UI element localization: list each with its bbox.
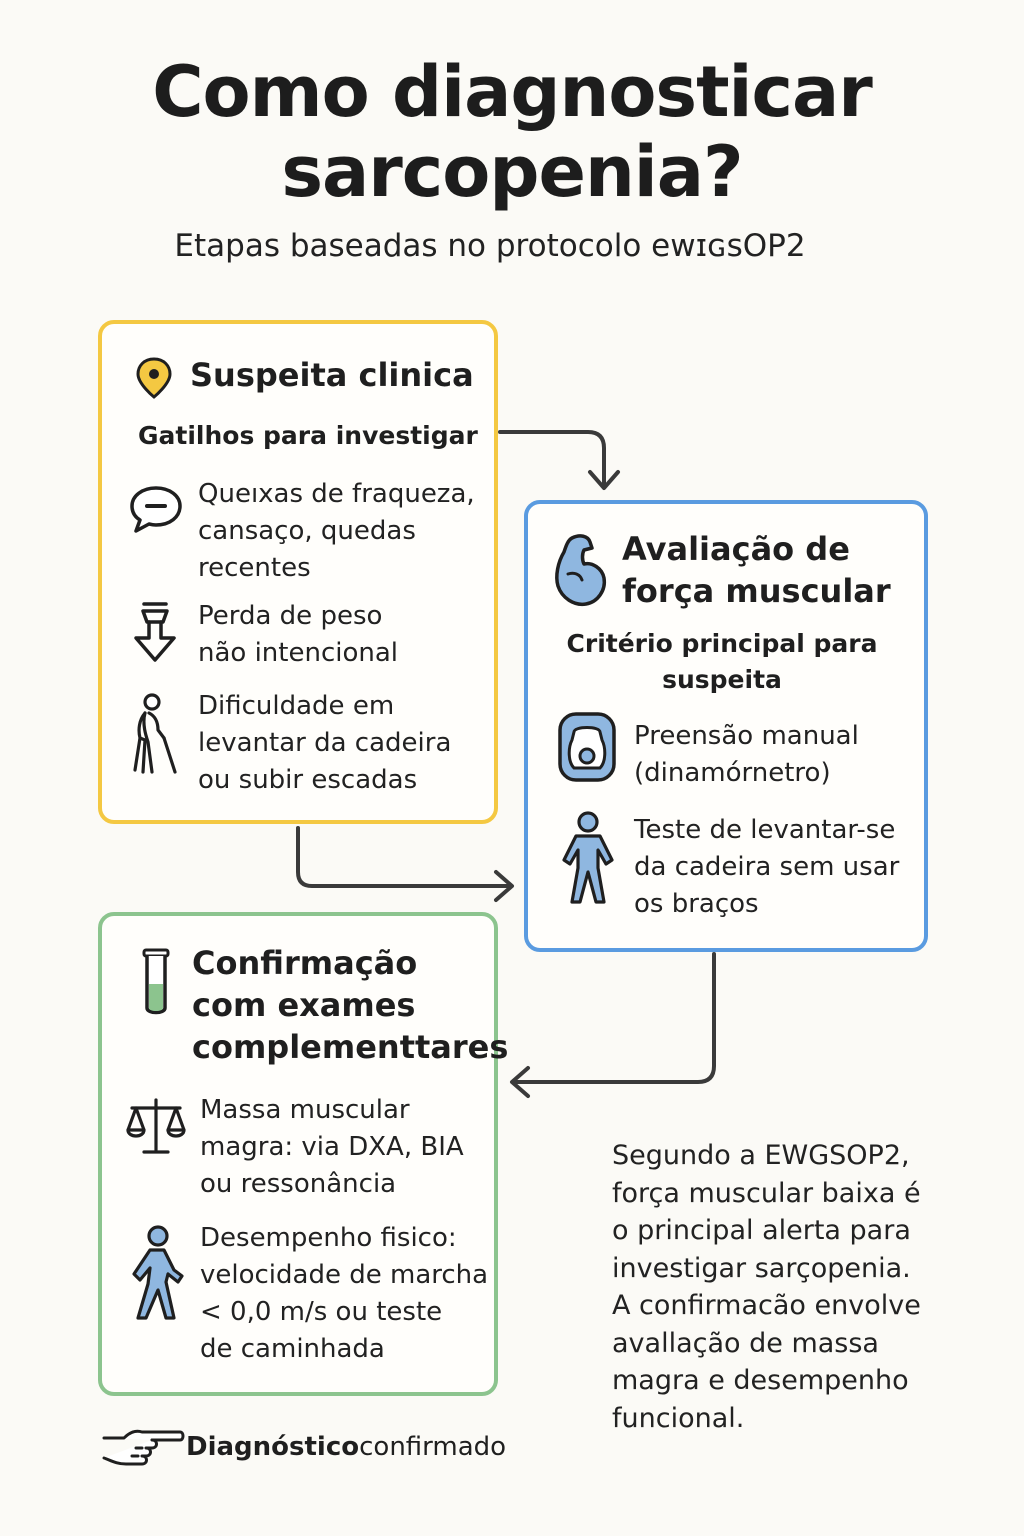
- ewgsop2-note: Segundo a EWGSOP2, força muscular baixa …: [612, 1140, 921, 1434]
- location-pin-icon: [136, 357, 172, 399]
- title-line-2: sarcopenia?: [281, 131, 743, 213]
- final-outcome-bold: Diagnóstico: [186, 1432, 360, 1462]
- final-outcome: Diagnóstico confirmado: [102, 1422, 506, 1472]
- page-subtitle: Etapas baseadas no protocolo eᴡɪɢsOP2: [174, 228, 806, 264]
- step-forca-card: Avaliação de força muscular Critério pri…: [524, 500, 928, 952]
- step-suspeita-subtitle: Gatilhos para investigar: [138, 421, 478, 450]
- test-tube-icon: [142, 948, 170, 1015]
- elderly-person-cane-icon: [133, 693, 177, 774]
- walking-person-icon: [132, 1225, 184, 1320]
- step-suspeita-item-3: Dificuldade em levantar da cadeira ou su…: [198, 691, 452, 795]
- step-forca-item-1: Preensão manual (dinamórnetro): [634, 721, 859, 788]
- flexed-arm-icon: [555, 534, 607, 607]
- step-confirmacao-item-1: Massa muscular magra: via DXA, BIA ou re…: [200, 1095, 464, 1199]
- page-title: Como diagnosticar sarcopenia?: [0, 52, 1024, 212]
- arrow-step2-to-step3: [510, 952, 716, 1098]
- step-forca-subtitle: Critério principal para suspeita: [566, 629, 878, 694]
- hand-dynamometer-icon: [558, 712, 616, 782]
- pointing-hand-icon: [102, 1429, 185, 1466]
- step-suspeita-card: Suspeita clinica Gatilhos para investiga…: [98, 320, 498, 824]
- step-confirmacao-item-2: Desempenho fisico: velocidade de marcha …: [200, 1223, 489, 1364]
- title-line-1: Como diagnosticar: [152, 51, 873, 133]
- step-forca-item-2: Teste de levantar-se da cadeira sem usar…: [634, 815, 900, 919]
- step-suspeita-item-2: Perda de peso não intencional: [198, 601, 399, 668]
- step-confirmacao-card: Confirmação com exames complementtares M…: [98, 912, 508, 1396]
- arrow-step1-to-step2-bottom: [296, 826, 514, 902]
- speech-bubble-icon: [130, 486, 182, 533]
- step-confirmacao-title: Confirmação com exames complementtares: [192, 944, 509, 1066]
- standing-person-icon: [562, 811, 614, 904]
- step-suspeita-title: Suspeita clinica: [190, 356, 474, 394]
- step-suspeita-item-1: Queıxas de fraqueza, cansaço, quedas rec…: [198, 479, 475, 583]
- balance-scale-icon: [126, 1098, 186, 1154]
- weight-down-arrow-icon: [134, 602, 176, 662]
- step-forca-title: Avaliação de força muscular: [622, 530, 891, 610]
- final-outcome-rest: confirmado: [359, 1432, 507, 1462]
- arrow-step1-to-step2-top: [498, 430, 620, 490]
